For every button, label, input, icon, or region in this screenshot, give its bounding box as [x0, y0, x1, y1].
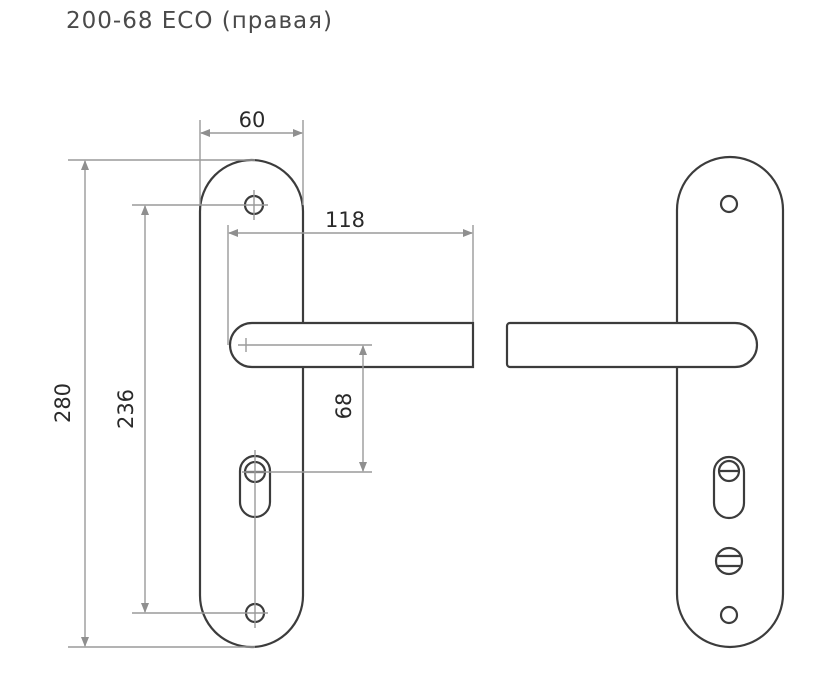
dim-label-60: 60 [239, 108, 266, 132]
right-top-screw-hole [719, 194, 739, 214]
right-backplate [675, 155, 785, 649]
dim-label-280: 280 [51, 383, 75, 423]
dim-label-68: 68 [332, 393, 356, 420]
dim-label-118: 118 [325, 208, 365, 232]
right-bottom-screw-hole [719, 605, 739, 625]
right-thumbturn-knob [714, 546, 744, 576]
right-handle-view [505, 155, 785, 649]
drawing-title: 200-68 ECO (правая) [66, 8, 333, 34]
right-key-cylinder [712, 455, 746, 520]
right-lever [505, 321, 759, 369]
dim-label-236: 236 [114, 389, 138, 429]
dimension-lines [68, 120, 474, 648]
